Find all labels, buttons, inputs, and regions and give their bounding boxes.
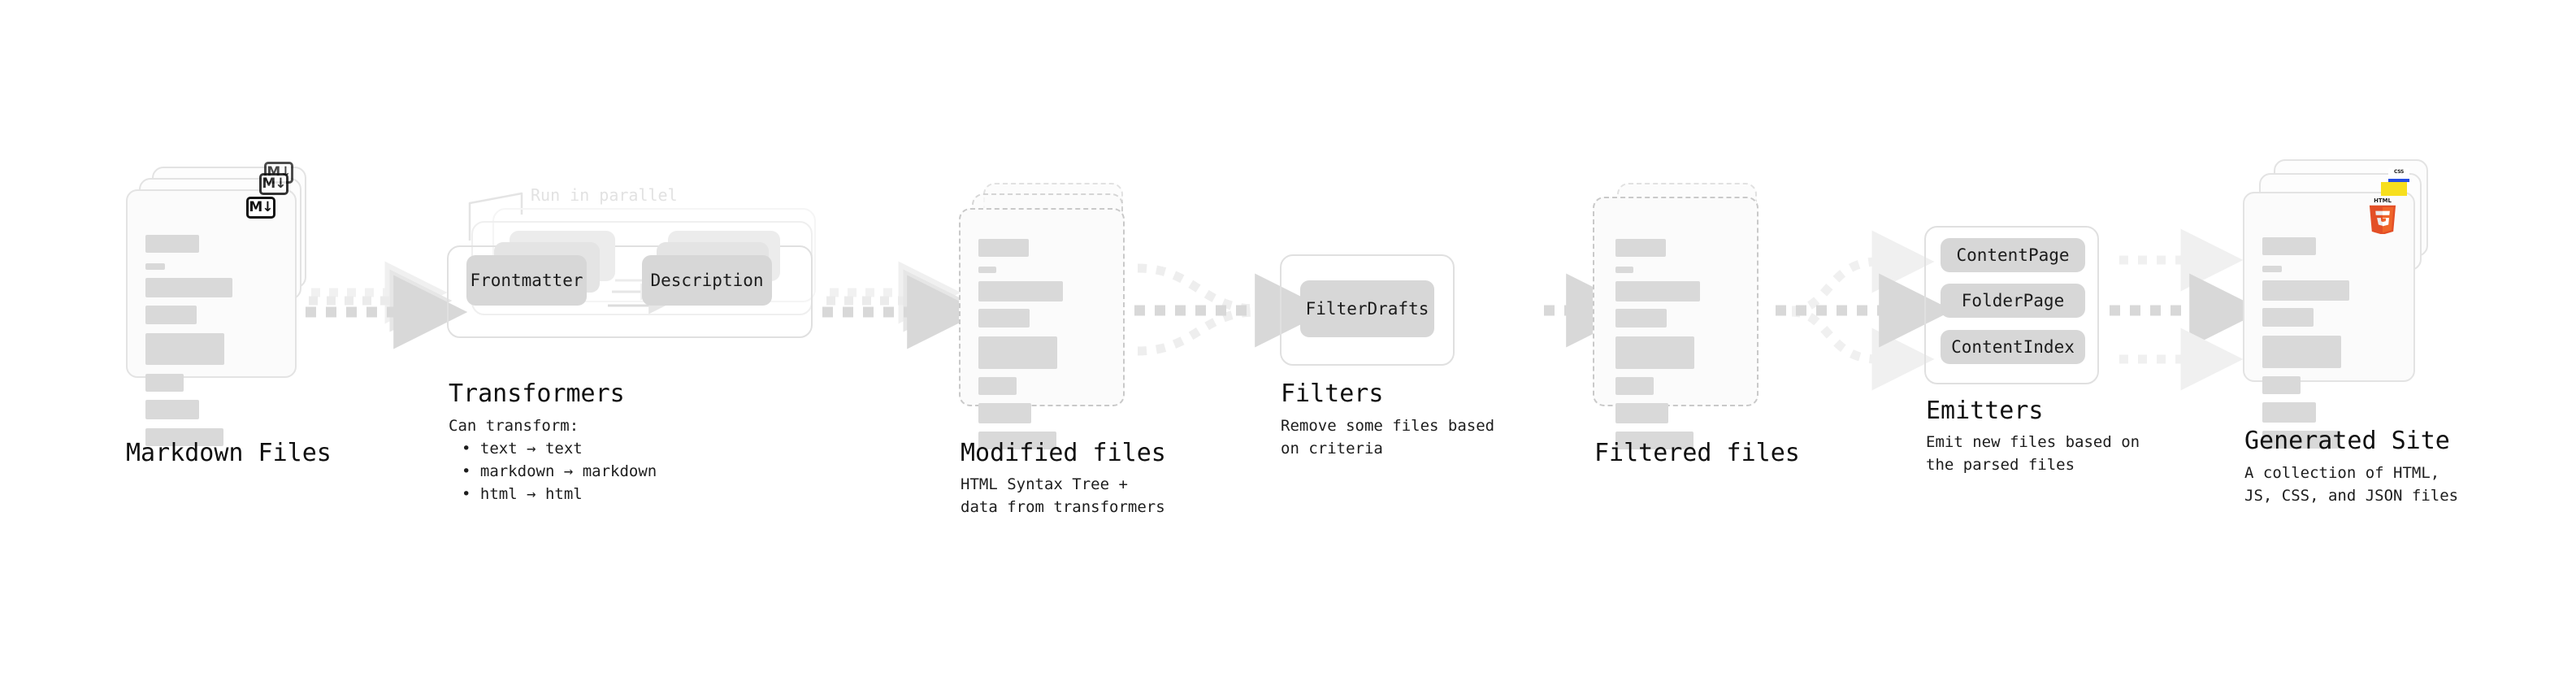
stage-title-modified-files: Modified files <box>961 439 1166 467</box>
transformers-bullet-2: • html → html <box>462 485 583 503</box>
doc-bar <box>2262 431 2340 449</box>
emitter-pill-folderpage[interactable]: FolderPage <box>1941 284 2085 318</box>
transformers-box-front <box>447 245 813 338</box>
arrow-emitters-to-site <box>2110 228 2264 391</box>
doc-bar <box>2262 266 2282 272</box>
site-card-front-html <box>2243 192 2415 449</box>
markdown-icon-mid: M↓ <box>259 173 288 195</box>
stage-subtitle-generated-site: A collection of HTML, JS, CSS, and JSON … <box>2244 464 2459 505</box>
stage-title-generated-site: Generated Site <box>2244 427 2450 455</box>
transformers-bullet-0: • text → text <box>462 440 583 458</box>
doc-bar <box>1615 432 1693 449</box>
stage-title-filters: Filters <box>1281 380 1384 408</box>
stage-title-emitters: Emitters <box>1926 397 2044 425</box>
filtered-card-front <box>1593 197 1759 449</box>
doc-bar <box>145 400 199 419</box>
doc-bar <box>145 278 232 297</box>
doc-bar <box>978 281 1063 301</box>
doc-bar <box>145 374 184 392</box>
doc-bar <box>1615 403 1668 423</box>
doc-bar <box>978 336 1057 369</box>
run-in-parallel-label: Run in parallel <box>531 185 678 205</box>
doc-bar <box>145 428 223 446</box>
doc-bar <box>978 377 1017 395</box>
doc-bar <box>978 239 1029 257</box>
transformer-pill-frontmatter[interactable]: Frontmatter <box>466 255 587 306</box>
doc-bar <box>1615 309 1667 327</box>
doc-bar <box>1615 336 1694 369</box>
transformers-bullet-1: • markdown → markdown <box>462 462 657 480</box>
svg-text:HTML: HTML <box>2374 197 2392 204</box>
arrow-filtered-to-emitters <box>1776 230 1954 391</box>
doc-bar <box>978 403 1031 423</box>
doc-bar <box>2262 336 2341 368</box>
css-icon: CSS <box>2388 168 2409 182</box>
doc-bar <box>2262 237 2316 255</box>
doc-bar <box>2262 280 2349 301</box>
doc-bar <box>145 306 197 324</box>
doc-bar <box>145 333 224 365</box>
arrow-markdown-to-transformers <box>306 261 468 349</box>
emitters-box <box>1924 226 2099 384</box>
stage-subtitle-emitters: Emit new files based on the parsed files <box>1926 433 2140 474</box>
filters-box <box>1280 254 1455 366</box>
doc-bar <box>1615 377 1654 395</box>
markdown-card-front <box>126 189 297 446</box>
doc-bar <box>1615 281 1700 301</box>
stage-subtitle-transformers: Can transform: <box>449 417 579 435</box>
doc-bar <box>978 432 1056 449</box>
doc-bar <box>978 309 1030 327</box>
arrow-modified-to-filters <box>1134 263 1329 356</box>
doc-bar <box>145 235 199 253</box>
arrow-transformers-to-modified <box>822 261 982 349</box>
doc-bar <box>145 263 165 270</box>
transformer-pill-description[interactable]: Description <box>642 255 772 306</box>
modified-card-front <box>959 208 1125 449</box>
doc-bar <box>2262 376 2301 394</box>
stage-subtitle-filters: Remove some files based on criteria <box>1281 417 1495 458</box>
stage-title-markdown-files: Markdown Files <box>126 439 332 467</box>
html5-icon: HTML <box>2366 197 2399 235</box>
stage-title-transformers: Transformers <box>449 380 625 408</box>
filter-pill-filterdrafts[interactable]: FilterDrafts <box>1300 280 1434 337</box>
emitter-pill-contentpage[interactable]: ContentPage <box>1941 238 2085 272</box>
markdown-icon-front: M↓ <box>246 197 275 219</box>
doc-bar <box>978 267 996 273</box>
doc-bar <box>1615 239 1666 257</box>
stage-title-filtered-files: Filtered files <box>1594 439 1800 467</box>
js-icon <box>2381 182 2407 196</box>
emitter-pill-contentindex[interactable]: ContentIndex <box>1941 330 2085 364</box>
doc-bar <box>2262 308 2314 327</box>
doc-bar <box>1615 267 1633 273</box>
doc-bar <box>2262 402 2316 423</box>
stage-subtitle-modified-files: HTML Syntax Tree + data from transformer… <box>961 475 1165 516</box>
